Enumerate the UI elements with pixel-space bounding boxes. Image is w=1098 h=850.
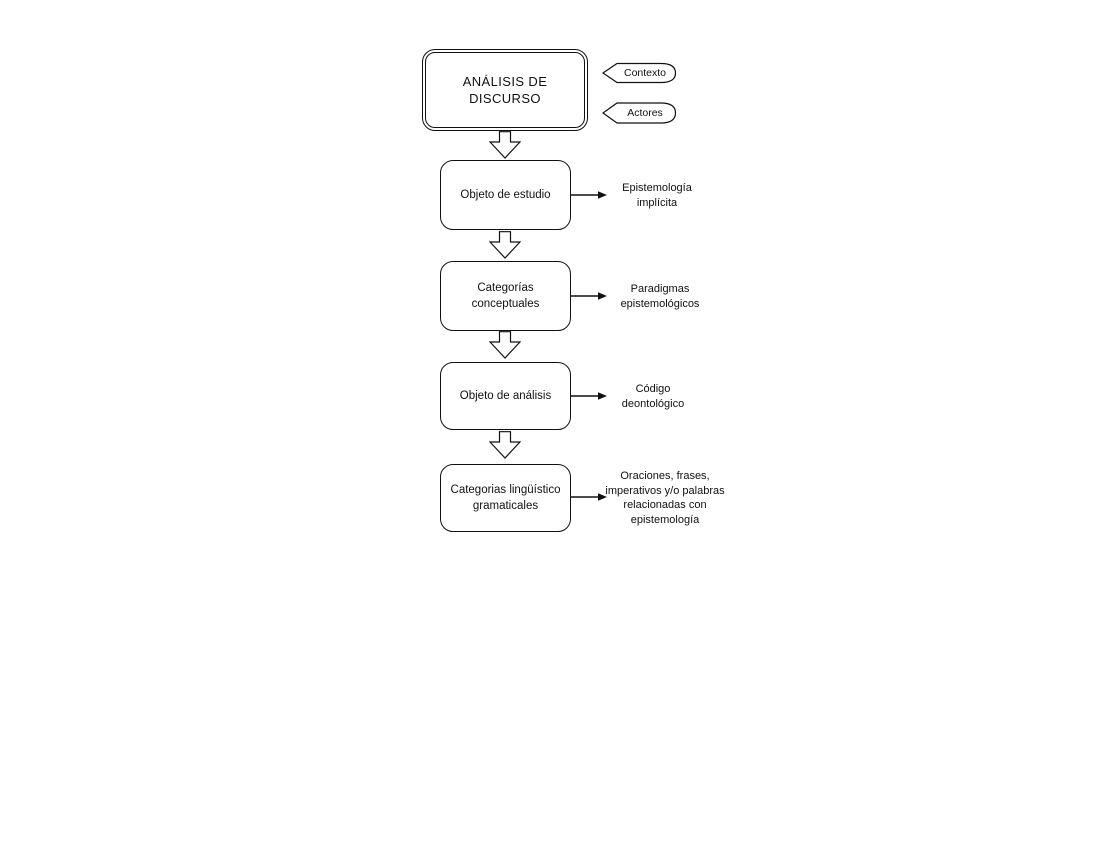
callout-contexto: Contexto [602,61,677,85]
right-arrow-icon [571,391,608,401]
right-arrow-icon [571,492,608,502]
annotation-label: Paradigmas epistemológicos [620,283,700,310]
title-box: ANÁLISIS DE DISCURSO [422,49,588,131]
diagram-title: ANÁLISIS DE DISCURSO [462,74,548,106]
flow-box-label: Objeto de estudio [460,189,551,201]
flow-box-objeto-de-analisis: Objeto de análisis [440,362,571,430]
flow-box-label: Objeto de análisis [459,390,552,402]
down-arrow-icon [489,431,521,459]
annotation-label: Oraciones, frases, imperativos y/o palab… [605,470,725,526]
right-arrow-icon [571,291,608,301]
callout-actores-label: Actores [627,107,663,119]
annotation-label: Código deontológico [621,383,685,410]
flow-box-categorias-conceptuales: Categorías conceptuales [440,261,571,331]
down-arrow-icon [489,231,521,259]
flow-box-categorias-linguistico-gramaticales: Categorias lingüístico gramaticales [440,464,571,532]
callout-contexto-label: Contexto [623,67,667,79]
flow-box-label: Categorías conceptuales [471,282,540,310]
flow-box-objeto-de-estudio: Objeto de estudio [440,160,571,230]
annotation-label: Epistemología implícita [622,182,692,209]
left-pointing-callout-icon [602,62,677,84]
flow-box-label: Categorias lingüístico gramaticales [450,484,561,512]
down-arrow-icon [489,331,521,359]
right-arrow-icon [571,190,608,200]
left-pointing-callout-icon [602,102,677,124]
callout-actores: Actores [602,100,677,126]
down-arrow-icon [489,131,521,159]
title-box-inner-border: ANÁLISIS DE DISCURSO [425,52,585,128]
